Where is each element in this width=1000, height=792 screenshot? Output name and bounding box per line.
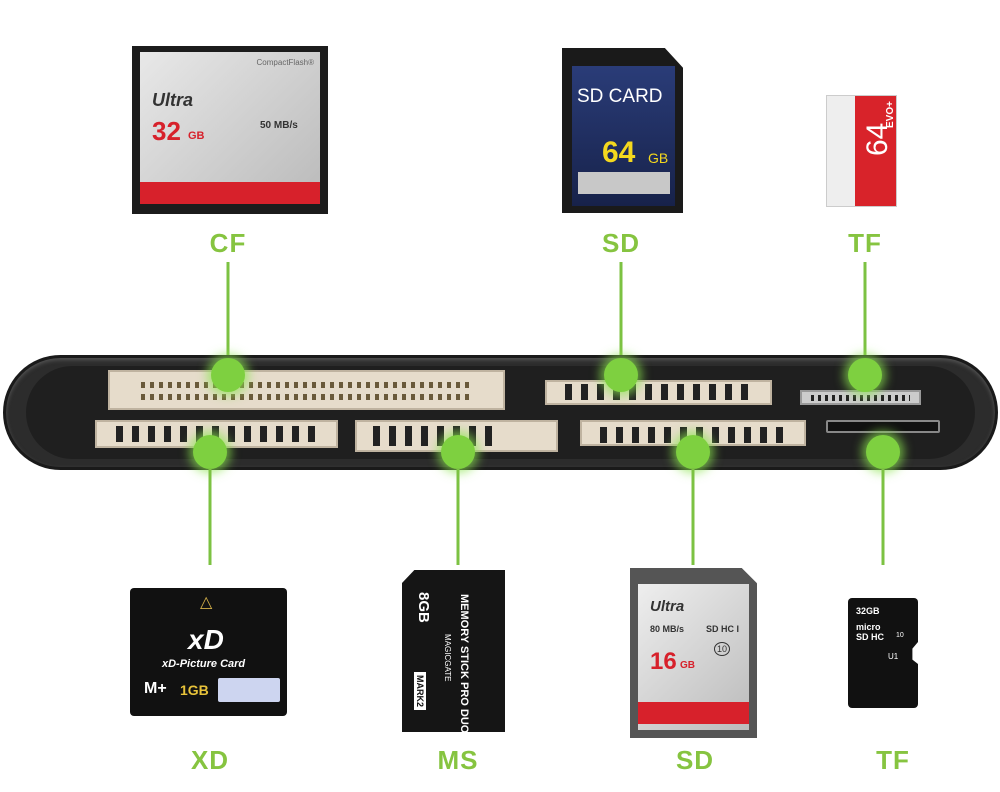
sd-bottom-unit: GB bbox=[680, 660, 695, 671]
label-sd-bottom: SD bbox=[675, 745, 715, 775]
label-tf-top: TF bbox=[848, 228, 882, 258]
ms-card: 8GB MEMORY STICK PRO DUO MAGICGATE MARK2 bbox=[402, 570, 505, 732]
indicator-dot-sd-top bbox=[604, 358, 638, 392]
ms-gate: MAGICGATE bbox=[443, 634, 452, 682]
xd-type: M+ bbox=[144, 680, 167, 697]
cf-brand: CompactFlash® bbox=[256, 58, 314, 67]
cf-speed: 50 MB/s bbox=[260, 120, 298, 131]
xd-capacity: 1GB bbox=[180, 682, 209, 698]
slot-microsd bbox=[826, 420, 940, 433]
tf-bottom-class: 10 bbox=[896, 632, 904, 639]
sd-top-unit: GB bbox=[648, 150, 669, 166]
ms-name: MEMORY STICK PRO DUO bbox=[458, 594, 470, 734]
xd-name: xD-Picture Card bbox=[162, 658, 246, 670]
tf-card-bottom: 32GB micro SD HC 10 U1 bbox=[848, 598, 918, 708]
tf-bottom-capacity: 32GB bbox=[856, 606, 880, 616]
slot-sd-top bbox=[545, 380, 772, 405]
warning-triangle-icon: △ bbox=[200, 594, 213, 611]
tf-card-top: 64 EVO+ bbox=[826, 95, 897, 207]
label-tf-bottom: TF bbox=[876, 745, 910, 775]
cf-card: CompactFlash® Ultra 32 GB 50 MB/s bbox=[132, 46, 328, 214]
indicator-dot-cf bbox=[211, 358, 245, 392]
connector-line-sd-bottom bbox=[691, 468, 695, 565]
sd-bottom-speed: 80 MB/s bbox=[650, 624, 685, 634]
sd-card-bottom: Ultra 80 MB/s SD HC I 10 16 GB bbox=[630, 568, 757, 738]
cf-capacity: 32 bbox=[152, 116, 181, 146]
sd-top-capacity: 64 bbox=[602, 136, 636, 169]
indicator-dot-tf-top bbox=[848, 358, 882, 392]
indicator-dot-xd bbox=[193, 435, 227, 469]
ms-mark: MARK2 bbox=[414, 672, 426, 711]
connector-line-xd bbox=[208, 468, 212, 565]
xd-logo: xD bbox=[188, 624, 224, 655]
sd-bottom-capacity: 16 bbox=[650, 648, 677, 675]
connector-line-ms bbox=[456, 468, 460, 565]
label-xd: XD bbox=[190, 745, 230, 775]
label-sd-top: SD bbox=[601, 228, 641, 258]
indicator-dot-tf-bottom bbox=[866, 435, 900, 469]
sd-top-name: SD CARD bbox=[577, 86, 663, 107]
sd-bottom-logo: SD HC I bbox=[706, 624, 740, 634]
label-ms: MS bbox=[437, 745, 479, 775]
cf-unit: GB bbox=[188, 130, 205, 142]
sd-bottom-class: 10 bbox=[714, 642, 731, 656]
xd-card: △ xD xD-Picture Card M+ 1GB bbox=[130, 588, 287, 716]
connector-line-tf-top bbox=[863, 262, 867, 375]
cf-name: Ultra bbox=[152, 90, 194, 110]
connector-line-cf bbox=[226, 262, 230, 375]
sd-bottom-name: Ultra bbox=[650, 598, 685, 615]
indicator-dot-sd-bottom bbox=[676, 435, 710, 469]
connector-line-sd-top bbox=[619, 262, 623, 375]
tf-bottom-uhs: U1 bbox=[888, 652, 899, 661]
connector-line-tf-bottom bbox=[881, 468, 885, 565]
sd-card-top: SD CARD 64 GB bbox=[562, 48, 683, 213]
ms-capacity: 8GB bbox=[415, 592, 432, 623]
indicator-dot-ms bbox=[441, 435, 475, 469]
slot-tf-top bbox=[800, 390, 921, 405]
slot-cf bbox=[108, 370, 505, 410]
tf-top-brand: EVO+ bbox=[885, 101, 896, 128]
tf-bottom-logo: micro SD HC bbox=[856, 622, 885, 642]
label-cf: CF bbox=[209, 228, 247, 258]
